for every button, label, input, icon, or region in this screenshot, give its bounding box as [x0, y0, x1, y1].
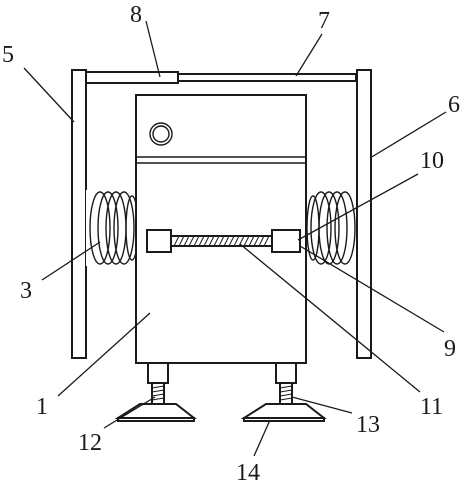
left-clamp-block — [146, 229, 172, 253]
right-foot-assembly — [240, 362, 327, 422]
label-3: 3 — [20, 278, 32, 304]
label-5: 5 — [2, 42, 14, 68]
right-spring — [306, 191, 356, 265]
left-side-plate — [71, 69, 87, 359]
indicator-knob-outer — [149, 122, 173, 146]
label-13: 13 — [356, 412, 380, 438]
right-clamp-block — [271, 229, 301, 253]
label-12: 12 — [78, 430, 102, 456]
label-11: 11 — [420, 394, 443, 420]
right-side-plate — [356, 69, 372, 359]
threaded-rod — [170, 235, 273, 247]
left-spring — [86, 190, 139, 266]
indicator-knob-inner — [152, 125, 170, 143]
label-10: 10 — [420, 148, 444, 174]
label-1: 1 — [36, 394, 48, 420]
rail-slider-block — [85, 71, 179, 84]
label-6: 6 — [448, 92, 460, 118]
label-7: 7 — [318, 8, 330, 34]
label-8: 8 — [130, 2, 142, 28]
leader-lines — [23, 20, 447, 457]
label-14: 14 — [236, 460, 260, 486]
label-9: 9 — [444, 336, 456, 362]
